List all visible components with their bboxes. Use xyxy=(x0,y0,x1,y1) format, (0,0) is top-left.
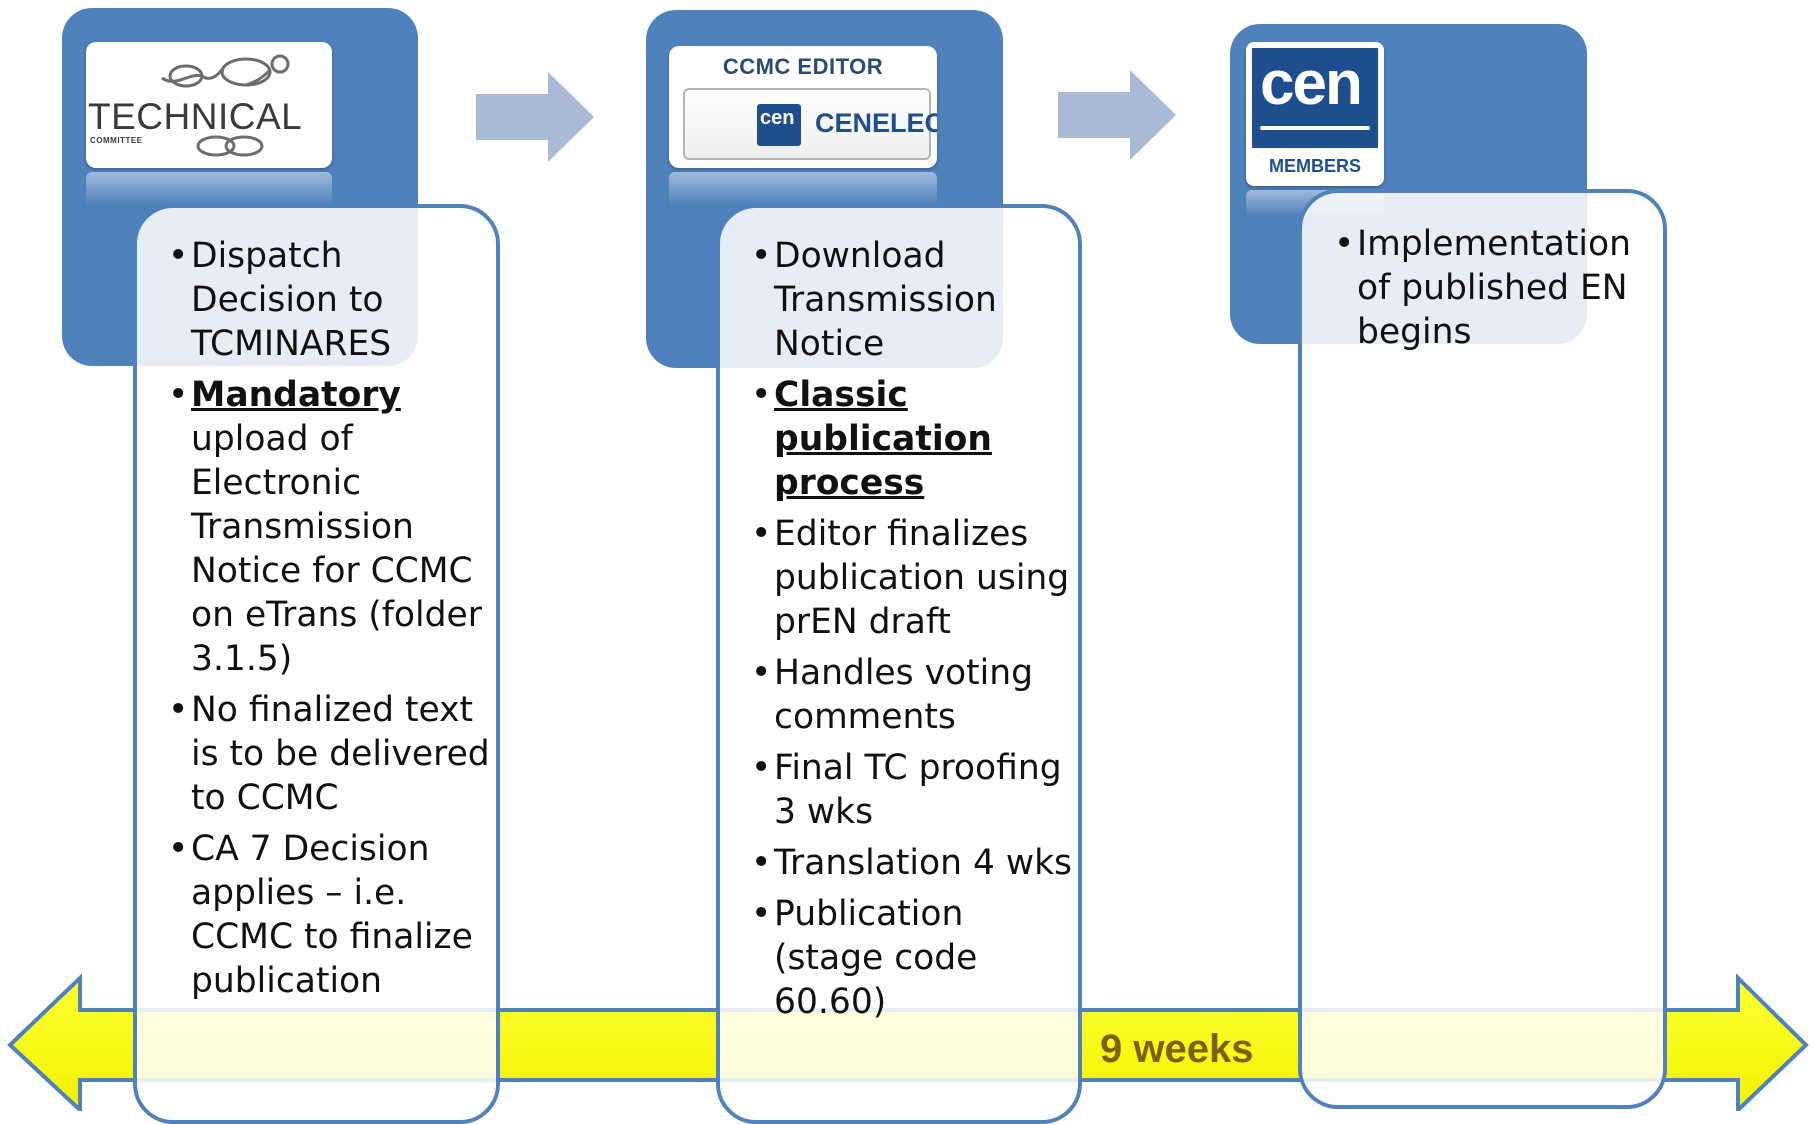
stage3-item: Implementation of published EN begins xyxy=(1334,222,1664,354)
ccmc-editor-title: CCMC EDITOR xyxy=(722,54,884,79)
technical-committee-logo: TECHNICAL COMMITTEE xyxy=(86,42,332,168)
cenelec-logo-text: CENELEC xyxy=(815,108,937,138)
stage1-item: Dispatch Decision to TCMINARES xyxy=(168,234,490,366)
timeline-duration-label: 9 weeks xyxy=(1100,1027,1254,1071)
cen-mini-logo: cen xyxy=(757,104,801,146)
stage1-item: No finalized text is to be delivered to … xyxy=(168,688,490,820)
cen-swoosh-line xyxy=(1260,126,1370,130)
stage2-item: Classic publication process xyxy=(751,373,1073,505)
technical-logo-title: TECHNICAL xyxy=(88,96,303,137)
technical-logo-subtitle: COMMITTEE xyxy=(90,136,143,145)
ccmc-editor-frame xyxy=(683,88,931,160)
stage1-list: Dispatch Decision to TCMINARES Mandatory… xyxy=(168,234,490,1010)
ccmc-logo-reflection xyxy=(669,172,937,206)
stage2-item: Editor finalizes publication using prEN … xyxy=(751,512,1073,644)
stage1-item: Mandatory upload of Electronic Transmiss… xyxy=(168,373,490,681)
stage2-item: Handles voting comments xyxy=(751,651,1073,739)
stage2-list: Download Transmission Notice Classic pub… xyxy=(751,234,1073,1031)
stage2-item: Publication (stage code 60.60) xyxy=(751,892,1073,1024)
cen-members-blue-panel: cen xyxy=(1252,48,1378,148)
stage1-item: CA 7 Decision applies – i.e. CCMC to fin… xyxy=(168,827,490,1003)
step-arrow-2 xyxy=(1058,70,1176,160)
technical-committee-emblem xyxy=(161,54,290,157)
stage3-list: Implementation of published EN begins xyxy=(1334,222,1664,361)
technical-logo-reflection xyxy=(86,172,332,206)
members-label: MEMBERS xyxy=(1268,156,1361,176)
cen-members-logo: cen MEMBERS xyxy=(1246,42,1384,186)
stage2-item: Final TC proofing 3 wks xyxy=(751,746,1073,834)
stage2-item: Download Transmission Notice xyxy=(751,234,1073,366)
ccmc-editor-logo: CCMC EDITOR cen CENELEC xyxy=(669,46,937,168)
stage2-item: Translation 4 wks xyxy=(751,841,1073,885)
step-arrow-1 xyxy=(476,72,594,162)
